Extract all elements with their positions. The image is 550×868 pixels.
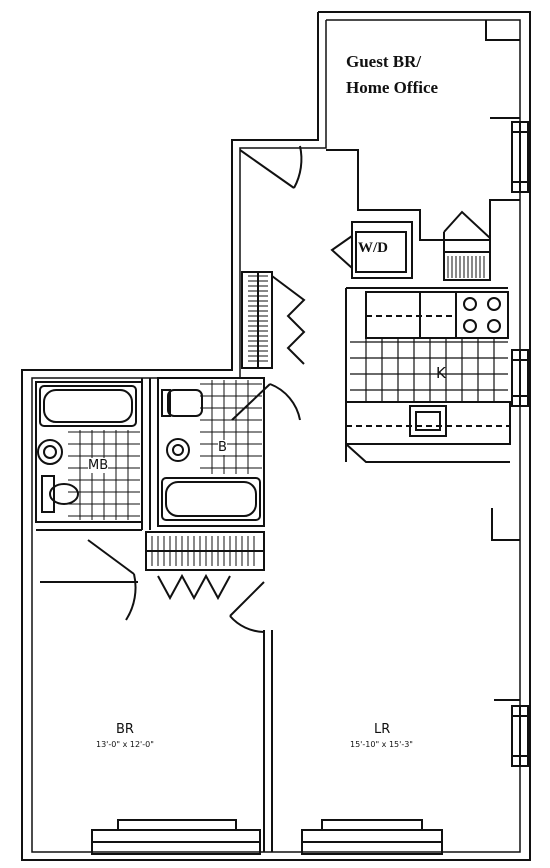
second-bath — [157, 377, 301, 527]
window-right-middle — [511, 349, 529, 407]
window-bottom-bedroom — [91, 819, 261, 855]
window-right-top — [511, 121, 529, 193]
hall-closet — [241, 271, 306, 369]
bedroom-label: BR — [116, 722, 134, 737]
entry-door-guest — [239, 145, 303, 189]
bath-label: B — [218, 440, 227, 455]
window-right-bottom — [511, 705, 529, 767]
pantry-closet — [443, 210, 491, 281]
kitchen — [345, 291, 511, 463]
bedroom-dimensions: 13'-0" x 12'-0" — [96, 740, 154, 749]
window-bottom-living — [301, 819, 443, 855]
guest-room-label-line2: Home Office — [346, 78, 439, 97]
living-room-dimensions: 15'-10" x 15'-3" — [350, 740, 413, 749]
master-bath — [35, 381, 143, 523]
bedroom-closet — [145, 531, 265, 601]
bedroom-door — [40, 539, 138, 621]
washer-dryer-closet — [330, 221, 413, 279]
living-door — [229, 581, 265, 633]
master-bath-label: MB — [88, 458, 109, 473]
wd-label: W/D — [358, 240, 388, 256]
kitchen-label: K — [436, 364, 446, 382]
interior-wall-br-lr — [263, 630, 273, 852]
living-room-label: LR — [374, 722, 391, 737]
exterior-walls — [21, 11, 531, 861]
guest-room-label-line1: Guest BR/ — [346, 52, 422, 71]
